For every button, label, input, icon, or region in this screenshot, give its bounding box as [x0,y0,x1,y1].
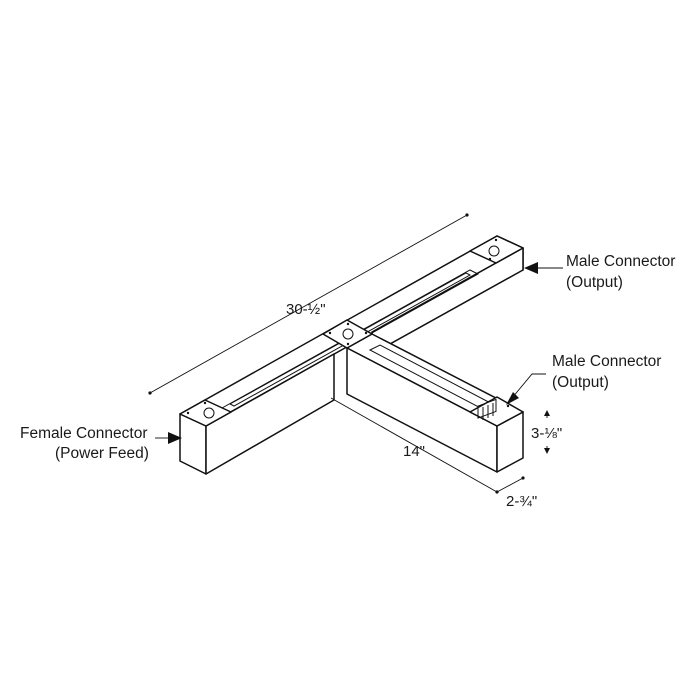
female-connector-line1: Female Connector [20,425,148,442]
center-junction [322,319,373,349]
dimension-length-label: 30-½" [286,301,326,318]
male-connector-right-line2: (Output) [552,374,609,391]
main-bar-lens-slot-inner [228,272,472,407]
left-endcap [179,399,232,427]
callout-female-connector: Female Connector (Power Feed) [20,425,182,462]
left-endcap-hole-icon [203,407,215,419]
top-right-endcap-hole-icon [488,245,500,257]
dimension-width: 2-¾" [496,476,537,510]
dimension-height-label: 3-⅛" [531,425,562,442]
male-connector-top-line1: Male Connector [566,253,675,270]
dimension-branch-length: 14" [330,397,499,494]
female-connector-line2: (Power Feed) [55,445,149,462]
male-connector-right-line1: Male Connector [552,353,661,370]
callout-male-connector-top: Male Connector (Output) [524,253,675,291]
connector-pins-icon [477,398,497,419]
dimension-length: 30-½" [148,213,469,395]
branch-endcap [469,396,524,427]
callout-male-connector-right: Male Connector (Output) [506,353,661,405]
dimension-width-label: 2-¾" [506,493,537,510]
male-connector-top-line2: (Output) [566,274,623,291]
left-endcap-plate [179,399,232,427]
junction-plate [322,319,373,349]
top-right-endcap [469,235,524,264]
top-right-endcap-plate [469,235,524,264]
dimension-branch-length-label: 14" [403,443,425,460]
junction-hole-icon [342,328,354,340]
dimension-height: 3-⅛" [531,410,562,454]
